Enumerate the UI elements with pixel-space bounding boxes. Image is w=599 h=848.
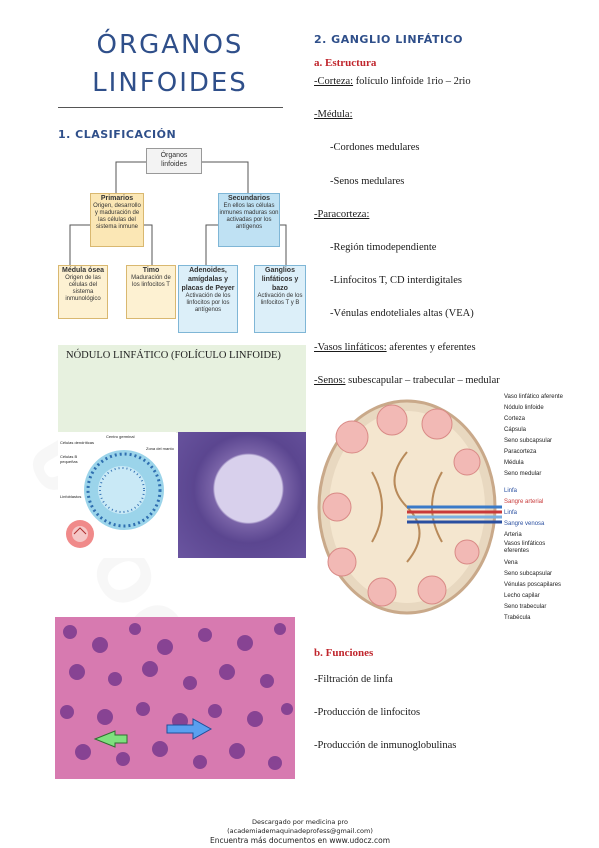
label-linfoblastos: Linfoblastos [60, 494, 82, 499]
diagram-primarios-box: Primarios Origen, desarrollo y maduració… [90, 193, 144, 247]
footer-line2: (academiademaquinadeprofess@gmail.com) [227, 827, 373, 835]
funcion-item-2: -Producción de linfocitos [314, 707, 421, 718]
section-ganglio-heading: 2. GANGLIO LINFÁTICO [314, 33, 463, 46]
ganglio-label-0: Vaso linfático aferente [504, 394, 563, 400]
diagram-root-box: Órganos linfoides [146, 148, 202, 174]
ganglio-label-15: Seno subcapsular [504, 571, 553, 577]
diagram-adenoides-title: Adenoides, amígdalas y placas de Peyer [181, 267, 235, 292]
line-senos-label: -Senos: [314, 375, 346, 386]
ganglio-label-4: Seno subcapsular [504, 438, 553, 444]
funcion-item-1: -Filtración de linfa [314, 674, 393, 685]
histology-he-image [55, 617, 295, 779]
estructura-heading: a. Estructura [314, 57, 377, 69]
line-paracorteza-label: -Paracorteza: [314, 209, 370, 220]
line-medula: -Médula: [314, 109, 353, 120]
ganglio-label-16: Vénulas poscapilares [504, 582, 562, 588]
line-senos: -Senos: subescapular – trabecular – medu… [314, 375, 500, 386]
nodulo-title-panel: NÓDULO LINFÁTICO (FOLÍCULO LINFOIDE) [58, 345, 306, 433]
title-divider [58, 107, 283, 108]
diagram-ganglios-title: Ganglios linfáticos y bazo [261, 267, 299, 292]
diagram-adenoides-box: Adenoides, amígdalas y placas de Peyer A… [178, 265, 238, 333]
label-centro-germinal: Centro germinal [106, 434, 135, 439]
diagram-adenoides-desc: Activación de los linfocitos por los ant… [185, 293, 231, 313]
diagram-primarios-title: Primarios [100, 195, 134, 202]
section-clasificacion-heading: 1. CLASIFICACIÓN [58, 128, 177, 141]
green-arrow-icon [93, 730, 128, 748]
ganglio-label-19: Trabécula [504, 615, 531, 621]
label-celulas-dendriticas: Células dendríticas [60, 440, 95, 445]
ganglio-label-1: Nódulo linfoide [504, 405, 544, 411]
funciones-heading: b. Funciones [314, 647, 374, 659]
diagram-ganglios-desc: Activación de los linfocitos T y B [257, 293, 303, 306]
ganglio-labels: Vaso linfático aferente Nódulo linfoide … [504, 392, 564, 624]
ganglio-label-13: Vasos linfáticos eferentes [504, 541, 546, 554]
line-corteza-label: -Corteza: [314, 76, 354, 87]
ganglio-diagram: Vaso linfático aferente Nódulo linfoide … [312, 390, 598, 640]
line-region: -Región timodependiente [330, 242, 437, 253]
ganglio-label-9: Sangre arterial [504, 499, 544, 505]
ganglio-label-5: Paracorteza [504, 449, 537, 455]
diagram-secundarios-title: Secundarios [227, 195, 270, 202]
histology-cells [60, 623, 293, 770]
ganglio-label-2: Corteza [504, 416, 526, 422]
ganglio-drawing [317, 399, 502, 615]
diagram-medula-desc: Origen de las células del sistema inmuno… [65, 275, 101, 302]
ganglio-label-12: Arteria [504, 532, 522, 538]
line-cordones: -Cordones medulares [330, 142, 420, 153]
nodulo-title: NÓDULO LINFÁTICO (FOLÍCULO LINFOIDE) [66, 350, 281, 361]
ganglio-label-8: Linfa [504, 488, 518, 494]
follicle-histology-image [178, 432, 306, 558]
diagram-timo-desc: Maduración de los linfocitos T [131, 275, 171, 288]
blue-arrow-icon [166, 718, 213, 740]
label-celulas-b: Células B pequeñas [60, 454, 78, 464]
line-vasos-text: aferentes y eferentes [386, 342, 476, 353]
label-zona-manto: Zona del manto [146, 446, 174, 451]
line-vasos: -Vasos linfáticos: aferentes y eferentes [314, 342, 476, 353]
ganglio-label-6: Médula [504, 460, 524, 466]
diagram-secundarios-desc: En ellos las células inmunes maduras son… [219, 203, 279, 230]
ganglio-label-10: Linfa [504, 510, 518, 516]
line-linfocitos: -Linfocitos T, CD interdigitales [330, 275, 463, 286]
line-paracorteza: -Paracorteza: [314, 209, 369, 220]
footer-line3: Encuentra más documentos en www.udocz.co… [209, 836, 391, 845]
funcion-item-3: -Producción de inmunoglobulinas [314, 740, 457, 751]
line-medula-label: -Médula: [314, 109, 353, 120]
diagram-root-line2: linfoides [161, 161, 187, 168]
page-title-line1: ÓRGANOS [96, 30, 244, 60]
follicle-illustration: Centro germinal Células dendríticas Célu… [58, 432, 176, 558]
footer-line1: Descargado por medicina pro [251, 818, 349, 826]
diagram-ganglios-box: Ganglios linfáticos y bazo Activación de… [254, 265, 306, 333]
ganglio-label-18: Seno trabecular [504, 604, 547, 610]
line-venulas: -Vénulas endoteliales altas (VEA) [330, 308, 474, 319]
ganglio-label-11: Sangre venosa [504, 521, 545, 527]
diagram-primarios-desc: Origen, desarrollo y maduración de las c… [93, 203, 141, 230]
line-corteza: -Corteza: folículo linfoide 1rio – 2rio [314, 76, 471, 87]
diagram-timo-box: Timo Maduración de los linfocitos T [126, 265, 176, 319]
follicle-drawing [66, 450, 164, 548]
ganglio-label-3: Cápsula [504, 427, 527, 433]
diagram-timo-title: Timo [142, 267, 160, 274]
diagram-medula-box: Médula ósea Origen de las células del si… [58, 265, 108, 319]
page-title-line2: LINFOIDES [92, 68, 248, 98]
line-vasos-label: -Vasos linfáticos: [314, 342, 387, 353]
ganglio-label-14: Vena [504, 560, 518, 566]
diagram-root-line1: Órganos [160, 152, 188, 159]
ganglio-label-17: Lecho capilar [504, 593, 540, 599]
line-senos-medulares: -Senos medulares [330, 176, 405, 187]
diagram-medula-title: Médula ósea [61, 267, 104, 274]
diagram-secundarios-box: Secundarios En ellos las células inmunes… [218, 193, 280, 247]
ganglio-label-7: Seno medular [504, 471, 542, 477]
line-senos-text: subescapular – trabecular – medular [345, 375, 500, 386]
diagram-connectors [69, 161, 287, 265]
line-corteza-text: folículo linfoide 1rio – 2rio [353, 76, 471, 87]
classification-diagram: Órganos linfoides Primarios Origen, desa… [58, 145, 306, 337]
